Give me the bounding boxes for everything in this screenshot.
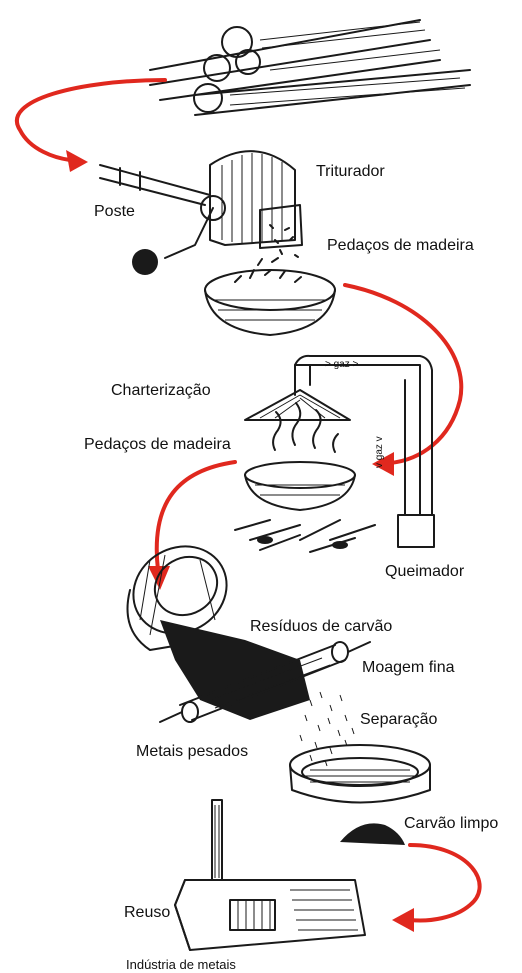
label-gaz-top: > gaz > [325,360,358,370]
label-reuso: Reuso [124,905,170,921]
arrow-charcoal-to-factory [392,845,480,932]
label-industria: Indústria de metais [126,958,236,971]
bowl-wood-pieces [205,258,335,335]
charring-illustration [235,356,434,552]
factory [175,800,365,950]
label-poste: Poste [94,204,135,220]
label-metais-pesados: Metais pesados [136,744,248,760]
label-charterizacao: Charterização [111,383,211,399]
falling-particles [300,690,354,766]
label-pedacos-madeira-1: Pedaços de madeira [327,238,474,254]
label-queimador: Queimador [385,564,464,580]
label-gaz-side: v gaz v [375,436,385,468]
sieve [290,745,430,803]
label-separacao: Separação [360,712,437,728]
label-pedacos-madeira-2: Pedaços de madeira [84,437,231,453]
label-triturador: Triturador [316,164,385,180]
arrow-bowl-to-burner [345,285,461,476]
logs-illustration [150,20,470,115]
clean-charcoal-pile [340,823,405,845]
label-moagem: Moagem fina [362,660,455,676]
arrow-logs-to-crusher [17,80,165,172]
charcoal-residue-and-roller [160,620,370,722]
label-residuos: Resíduos de carvão [250,619,392,635]
label-carvao-limpo: Carvão limpo [404,816,498,832]
